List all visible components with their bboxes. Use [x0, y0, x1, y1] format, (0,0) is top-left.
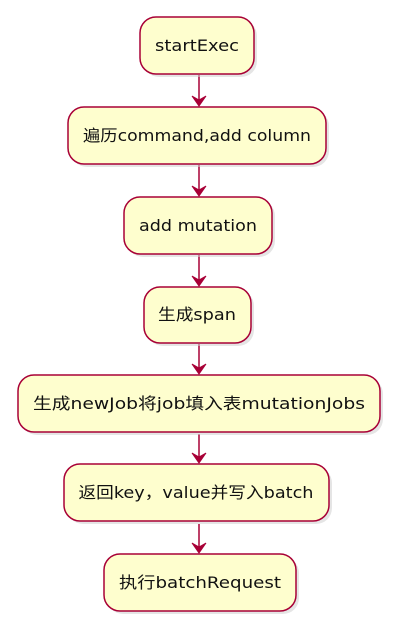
node-start-exec-label: startExec	[155, 36, 239, 55]
edge-span-to-new-job	[191, 344, 207, 375]
node-generate-span: 生成span	[143, 286, 254, 346]
node-generate-new-job: 生成newJob将job填入表mutationJobs	[17, 374, 383, 435]
node-generate-new-job-label: 生成newJob将job填入表mutationJobs	[33, 394, 365, 413]
edge-add-mutation-to-span	[191, 255, 207, 287]
node-return-key-value-label: 返回key，value并写入batch	[79, 483, 314, 502]
node-execute-batch-request-label: 执行batchRequest	[119, 573, 281, 592]
node-add-mutation-label: add mutation	[139, 216, 257, 235]
node-iterate-command: 遍历command,add column	[67, 106, 329, 167]
edge-start-to-iterate	[191, 75, 207, 107]
node-return-key-value: 返回key，value并写入batch	[63, 463, 332, 524]
edge-return-key-to-batch-request	[191, 524, 207, 554]
edge-iterate-to-add-mutation	[191, 165, 207, 197]
node-add-mutation: add mutation	[123, 196, 275, 257]
node-start-exec: startExec	[139, 16, 257, 77]
node-generate-span-label: 生成span	[158, 305, 236, 324]
node-execute-batch-request: 执行batchRequest	[103, 553, 299, 614]
node-iterate-command-label: 遍历command,add column	[83, 126, 311, 145]
edge-new-job-to-return-key	[191, 434, 207, 464]
